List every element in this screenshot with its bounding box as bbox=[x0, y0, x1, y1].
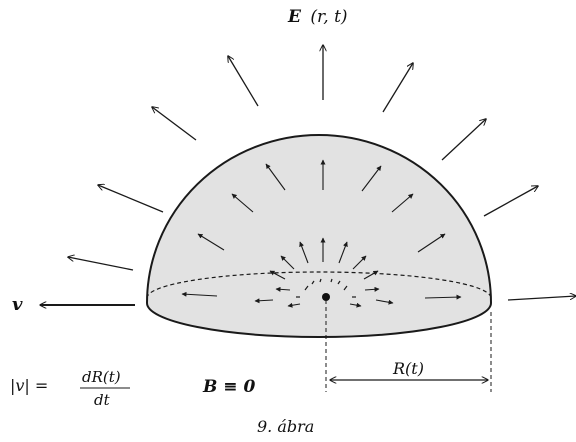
inner-arrow bbox=[375, 299, 394, 305]
inner-arrow bbox=[280, 255, 295, 270]
inner-arrow bbox=[287, 302, 301, 308]
inner-field-arrows bbox=[181, 159, 462, 308]
velocity-formula-num: dR(t) bbox=[82, 368, 121, 386]
magnetic-label: B ≡ 0 bbox=[202, 377, 255, 397]
caption: 9. ábra bbox=[257, 417, 314, 436]
field-arrow bbox=[152, 107, 197, 141]
field-arrow bbox=[507, 296, 576, 301]
inner-arrow bbox=[265, 163, 286, 191]
inner-arrow bbox=[391, 193, 414, 213]
radius-label: R(t) bbox=[392, 359, 424, 378]
inner-arrow bbox=[254, 298, 274, 304]
field-e-symbol: E bbox=[287, 7, 302, 27]
center-dashes bbox=[296, 278, 356, 298]
inner-arrow bbox=[349, 302, 362, 308]
inner-arrow bbox=[417, 233, 446, 253]
hemisphere-dome bbox=[145, 134, 493, 338]
inner-arrow bbox=[197, 233, 225, 251]
field-arrow bbox=[68, 257, 134, 271]
field-arrow bbox=[441, 119, 486, 161]
inner-arrow bbox=[424, 294, 462, 300]
inner-arrow bbox=[275, 286, 291, 292]
outer-field-arrows bbox=[68, 45, 576, 301]
inner-arrow bbox=[231, 193, 254, 213]
field-arrow bbox=[382, 63, 413, 113]
center-charge bbox=[322, 293, 330, 301]
field-arrow bbox=[228, 56, 259, 107]
inner-arrow bbox=[352, 255, 367, 270]
field-label: E (r, t) bbox=[287, 7, 348, 27]
inner-arrow bbox=[361, 165, 382, 192]
field-arrow bbox=[98, 185, 164, 213]
inner-arrow bbox=[181, 291, 218, 297]
inner-arrow bbox=[269, 270, 286, 280]
velocity-formula-lhs: |v| = bbox=[10, 376, 48, 395]
velocity-formula-den: dt bbox=[94, 391, 111, 409]
inner-arrow bbox=[299, 241, 309, 264]
inner-arrow bbox=[363, 270, 379, 280]
radius-guides bbox=[325, 300, 492, 392]
velocity-label: v bbox=[12, 294, 23, 315]
field-arrow bbox=[483, 186, 538, 217]
inner-arrow bbox=[364, 286, 380, 292]
field-args: (r, t) bbox=[310, 7, 347, 27]
inner-arrow bbox=[338, 241, 348, 264]
hemisphere-rim-back bbox=[146, 271, 492, 299]
